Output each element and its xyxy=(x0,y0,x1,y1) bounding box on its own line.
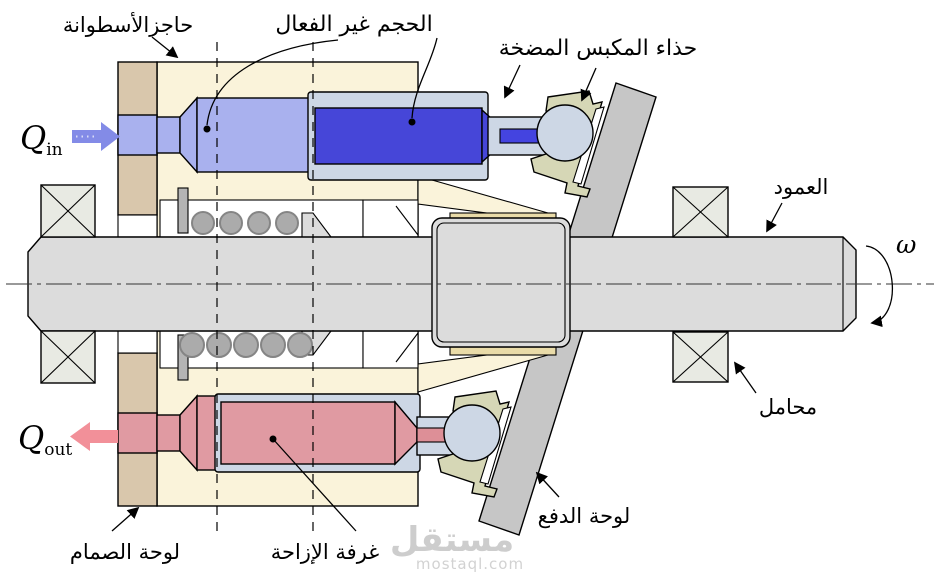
label-cylinder-barrier: حاجزالأسطوانة xyxy=(63,12,193,37)
label-thrust-plate: لوحة الدفع xyxy=(538,504,631,528)
qin-arrow xyxy=(72,122,120,151)
bearings-group xyxy=(40,184,729,384)
coupling-block xyxy=(431,217,571,348)
ball-joint-top xyxy=(536,104,594,162)
label-valve-plate: لوحة الصمام xyxy=(70,540,180,564)
qout-arrow xyxy=(70,422,118,451)
spring-cavity-bottom xyxy=(159,330,419,381)
leader-piston-shoe-2 xyxy=(580,67,597,102)
label-bearings: محامل xyxy=(759,395,817,419)
cavity-step-top xyxy=(362,199,419,238)
omega-label: ω xyxy=(896,230,916,259)
bearing-top-left xyxy=(40,184,96,238)
displacement-volume xyxy=(220,401,396,465)
watermark-name: مستقل xyxy=(390,520,514,560)
flow-out: Qout xyxy=(18,419,118,460)
leader-displacement-chamber xyxy=(272,438,357,532)
spring-top xyxy=(191,211,299,235)
bearing-top-right xyxy=(672,186,729,238)
piston-bottom xyxy=(214,390,512,498)
cavity-step-bottom xyxy=(362,330,419,369)
spring-bottom xyxy=(179,332,313,358)
inlet-port xyxy=(117,114,158,156)
watermark: مستقل mostaql.com xyxy=(390,520,524,573)
spring-seat-top xyxy=(177,187,189,234)
leader-bearings xyxy=(733,361,757,394)
bearing-bottom-right xyxy=(672,331,729,383)
ball-joint-bottom xyxy=(443,404,501,462)
piston-top xyxy=(307,90,605,198)
leader-inactive-volume-1 xyxy=(206,39,339,126)
leader-shaft xyxy=(766,202,783,233)
qin-label: Qin xyxy=(20,119,63,160)
leader-dot-3 xyxy=(269,435,277,443)
leader-dot-2 xyxy=(408,118,416,126)
shoe-group-bottom xyxy=(437,390,512,498)
valve-plate-gap-bottom xyxy=(117,330,158,354)
outlet-port xyxy=(117,412,158,454)
label-inactive-volume: الحجم غير الفعال xyxy=(275,12,432,37)
leader-piston-shoe-1 xyxy=(503,64,521,99)
inlet-chamber xyxy=(196,97,311,173)
inactive-volume xyxy=(314,107,483,165)
leader-dot-1 xyxy=(203,125,211,133)
valve-plate-gap-top xyxy=(117,214,158,238)
spring-seat-bottom xyxy=(177,334,189,381)
leader-inactive-volume-2 xyxy=(411,37,438,119)
label-shaft: العمود xyxy=(774,175,829,199)
label-displacement-chamber: غرفة الإزاحة xyxy=(271,540,380,564)
qout-label: Qout xyxy=(18,419,72,460)
leader-valve-plate xyxy=(111,506,140,532)
annotations: حاجزالأسطوانة الحجم غير الفعال حذاء المك… xyxy=(63,12,829,564)
leader-thrust-plate xyxy=(535,471,560,498)
rotation-arrow xyxy=(865,245,893,328)
watermark-site: mostaql.com xyxy=(416,555,524,573)
label-piston-shoe: حذاء المكبس المضخة xyxy=(499,36,698,61)
outlet-step xyxy=(156,414,181,452)
leader-lines xyxy=(111,36,783,532)
flow-in: Qin xyxy=(20,119,120,160)
rotation-indicator: ω xyxy=(865,230,916,328)
bearing-bottom-left xyxy=(40,330,96,384)
inlet-path xyxy=(117,96,311,174)
leader-cylinder-barrier xyxy=(151,36,179,59)
collar-bottom xyxy=(449,346,557,356)
cylinder-block-face xyxy=(417,175,557,393)
inlet-step xyxy=(156,116,181,154)
